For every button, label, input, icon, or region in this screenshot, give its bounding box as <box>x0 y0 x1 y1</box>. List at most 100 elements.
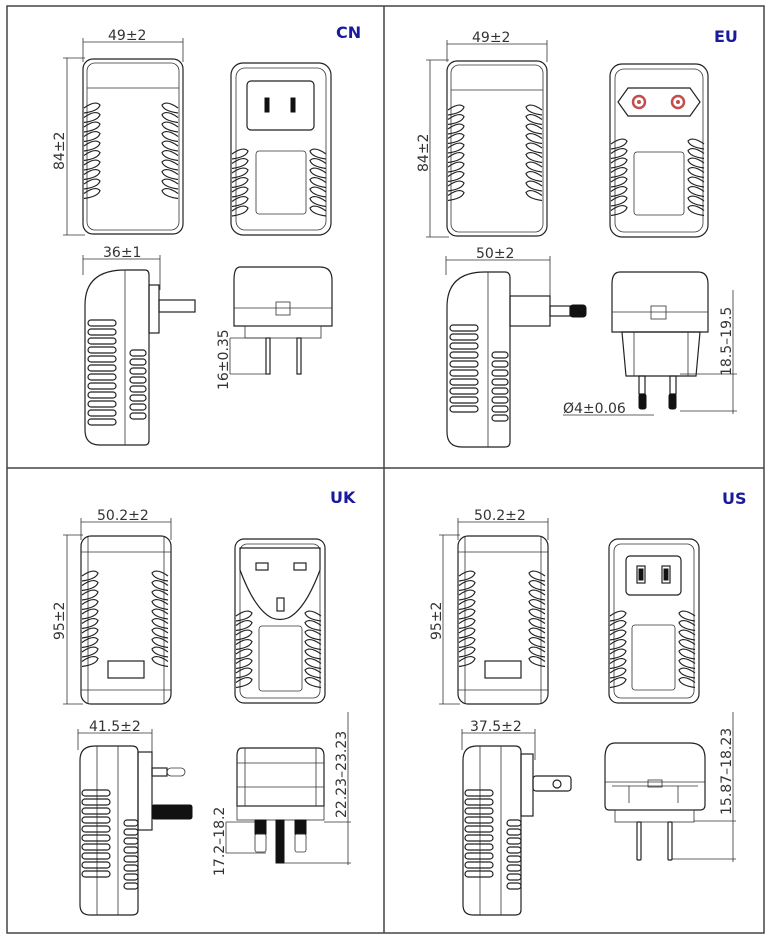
slot-rib <box>87 409 117 417</box>
slot-rib <box>464 789 494 797</box>
slot-rib <box>81 807 111 815</box>
vent-rib <box>610 195 628 207</box>
vent-rib <box>610 157 628 169</box>
vent-rib <box>687 176 705 188</box>
vent-ribs <box>81 570 99 668</box>
vent-ribs <box>161 102 179 200</box>
slot-rib <box>87 355 117 363</box>
slot-rib <box>129 367 147 375</box>
slot-rib <box>491 378 509 386</box>
vent-rib <box>687 147 705 160</box>
vent-rib <box>81 589 99 601</box>
slot-rib <box>123 873 139 881</box>
vent-rib <box>83 149 101 162</box>
vent-rib <box>528 579 546 592</box>
vent-rib <box>83 121 101 133</box>
region-label: CN <box>336 23 361 42</box>
vent-rib <box>678 629 696 641</box>
vent-rib <box>447 189 465 202</box>
vent-rib <box>81 617 99 630</box>
slot-rib <box>123 882 139 890</box>
vent-rib <box>151 608 169 620</box>
slot-rib <box>449 378 479 386</box>
vent-ribs <box>231 148 249 217</box>
slot-rib <box>449 396 479 404</box>
vent-rib <box>151 598 169 611</box>
slot-rib <box>464 816 494 824</box>
front-height-label: 95±2 <box>52 602 68 640</box>
slot-rib <box>491 369 509 377</box>
vent-rib <box>528 617 546 630</box>
slot-rib <box>464 861 494 869</box>
vent-rib <box>81 579 99 592</box>
plug-bottom-view: 17.2–18.2 22.23–23.23 <box>212 712 351 876</box>
vent-rib <box>83 102 101 114</box>
vent-rib <box>309 148 327 160</box>
vent-ribs <box>610 138 628 217</box>
vent-ribs <box>687 138 705 217</box>
side-depth-label: 37.5±2 <box>470 719 522 735</box>
vent-ribs <box>458 570 476 668</box>
vent-rib <box>458 646 476 658</box>
panel-cn: CN 49±2 84±2 <box>52 23 361 446</box>
front-height-label: 95±2 <box>429 602 445 640</box>
vent-rib <box>151 636 169 649</box>
panel-us: US 50.2±2 95±2 <box>429 489 747 916</box>
slot-rib <box>506 846 522 854</box>
vent-rib <box>678 619 696 632</box>
slot-rib <box>123 837 139 845</box>
vent-rib <box>525 113 543 126</box>
slot-rib <box>449 333 479 341</box>
vent-rib <box>687 166 705 179</box>
slot-rib <box>464 852 494 860</box>
socket-hole-left <box>631 94 647 110</box>
slot-rib <box>464 807 494 815</box>
vent-rib <box>528 627 546 639</box>
vent-rib <box>458 570 476 582</box>
side-view: 37.5±2 <box>461 719 572 916</box>
vent-rib <box>81 598 99 611</box>
vent-rib <box>525 161 543 173</box>
total-pin-length-label: 22.23–23.23 <box>334 731 350 818</box>
slot-ribs <box>491 351 509 422</box>
vent-rib <box>525 170 543 183</box>
vent-ribs <box>609 610 627 689</box>
slot-rib <box>491 405 509 413</box>
vent-rib <box>81 570 99 582</box>
slot-rib <box>87 418 117 426</box>
vent-rib <box>235 648 253 660</box>
vent-rib <box>151 627 169 639</box>
vent-rib <box>609 648 627 660</box>
vent-rib <box>447 151 465 164</box>
vent-rib <box>235 619 253 632</box>
vent-rib <box>81 627 99 639</box>
vent-rib <box>458 617 476 630</box>
slot-rib <box>491 360 509 368</box>
vent-rib <box>447 123 465 135</box>
vent-rib <box>161 149 179 162</box>
vent-rib <box>161 111 179 124</box>
vent-rib <box>81 608 99 620</box>
slot-rib <box>87 337 117 345</box>
slot-rib <box>129 403 147 411</box>
slot-rib <box>506 819 522 827</box>
slot-rib <box>506 855 522 863</box>
vent-rib <box>678 676 696 689</box>
slot-rib <box>491 396 509 404</box>
front-width-label: 49±2 <box>108 28 146 44</box>
slot-rib <box>87 319 117 327</box>
vent-ribs <box>309 148 327 217</box>
slot-rib <box>491 387 509 395</box>
vent-rib <box>304 638 322 651</box>
side-depth-label: 36±1 <box>103 245 141 261</box>
region-label: US <box>722 489 747 508</box>
vent-rib <box>678 638 696 651</box>
slot-ribs <box>449 324 479 413</box>
slot-rib <box>449 351 479 359</box>
slot-rib <box>81 870 111 878</box>
vent-rib <box>678 667 696 679</box>
slot-rib <box>81 852 111 860</box>
vent-rib <box>151 589 169 601</box>
vent-rib <box>231 186 249 198</box>
